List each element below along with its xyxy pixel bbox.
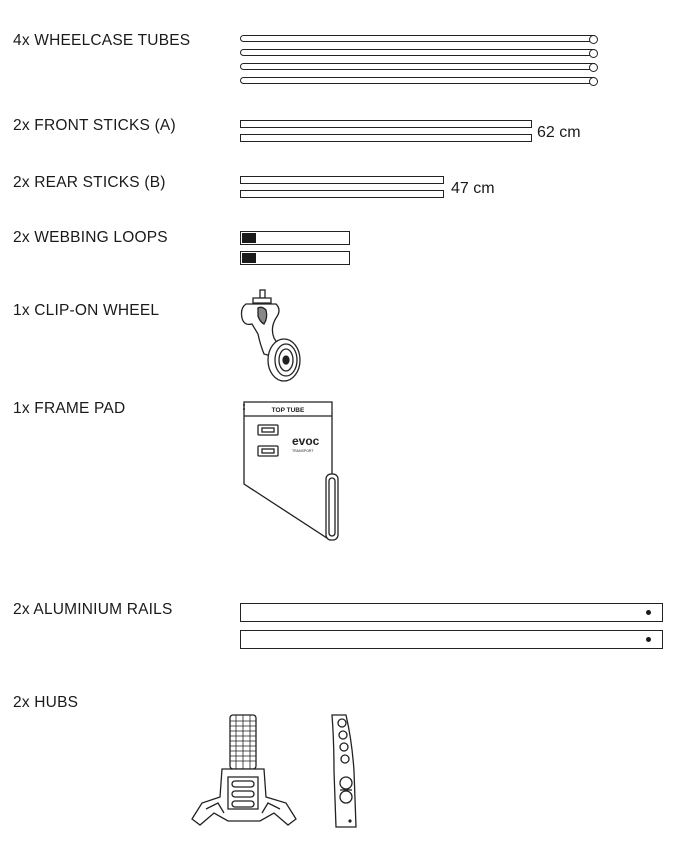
frame-pad-logo-sub: TRANSPORT bbox=[292, 449, 314, 453]
wheelcase-tube-icon bbox=[240, 62, 598, 72]
clip-on-wheel-icon bbox=[240, 289, 301, 382]
frame-pad-header: TOP TUBE bbox=[272, 407, 305, 414]
rear-stick-icon bbox=[240, 176, 444, 184]
rear-stick-length: 47 cm bbox=[451, 180, 495, 197]
webbing-loop-icon bbox=[240, 231, 350, 245]
frame-pad-logo: evoc bbox=[292, 434, 320, 448]
label-hubs: 2x HUBS bbox=[13, 694, 79, 711]
wheelcase-tube-icon bbox=[240, 34, 598, 44]
aluminium-rail-icon bbox=[240, 603, 663, 622]
hub-icon bbox=[191, 714, 297, 826]
label-rear-sticks: 2x REAR STICKS (B) bbox=[13, 174, 166, 191]
label-wheelcase-tubes: 4x WHEELCASE TUBES bbox=[13, 32, 191, 49]
label-clip-on-wheel: 1x CLIP-ON WHEEL bbox=[13, 302, 160, 319]
label-aluminium-rails: 2x ALUMINIUM RAILS bbox=[13, 601, 173, 618]
front-stick-icon bbox=[240, 134, 532, 142]
label-frame-pad: 1x FRAME PAD bbox=[13, 400, 126, 417]
rear-stick-icon bbox=[240, 190, 444, 198]
wheelcase-tube-icon bbox=[240, 76, 598, 86]
aluminium-rail-icon bbox=[240, 630, 663, 649]
wheelcase-tube-icon bbox=[240, 48, 598, 58]
webbing-loop-icon bbox=[240, 251, 350, 265]
label-webbing-loops: 2x WEBBING LOOPS bbox=[13, 229, 168, 246]
label-front-sticks: 2x FRONT STICKS (A) bbox=[13, 117, 176, 134]
hub-icon bbox=[331, 714, 357, 828]
front-stick-icon bbox=[240, 120, 532, 128]
front-stick-length: 62 cm bbox=[537, 124, 581, 141]
frame-pad-icon: TOP TUBE evoc TRANSPORT bbox=[243, 401, 339, 541]
